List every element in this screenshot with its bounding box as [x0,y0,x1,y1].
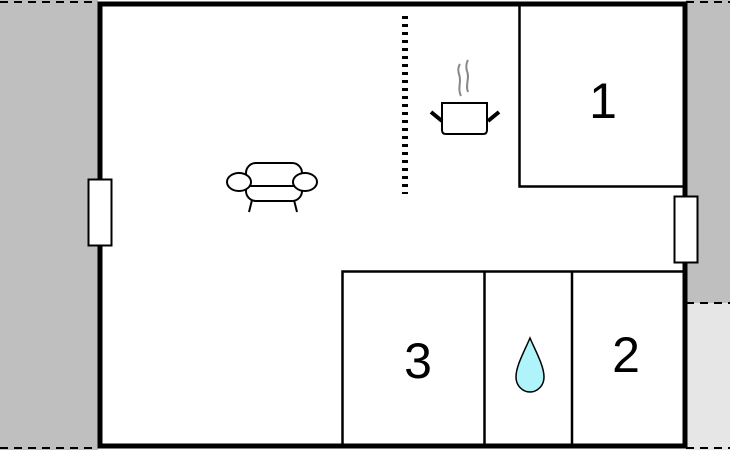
cooking-pot-icon [429,59,501,135]
outside-area-right-light [686,303,730,450]
window-left [87,178,113,247]
room-3-label: 3 [404,333,432,389]
room-2-label: 2 [612,327,640,383]
bottom-rooms-walls [341,270,685,446]
room-1-label: 1 [589,73,617,129]
outside-terrace-left [0,0,98,450]
sofa-icon [226,162,318,213]
house-outline [97,1,688,449]
room-1-walls [518,4,685,188]
window-right [673,195,699,264]
water-drop-icon [515,336,545,393]
